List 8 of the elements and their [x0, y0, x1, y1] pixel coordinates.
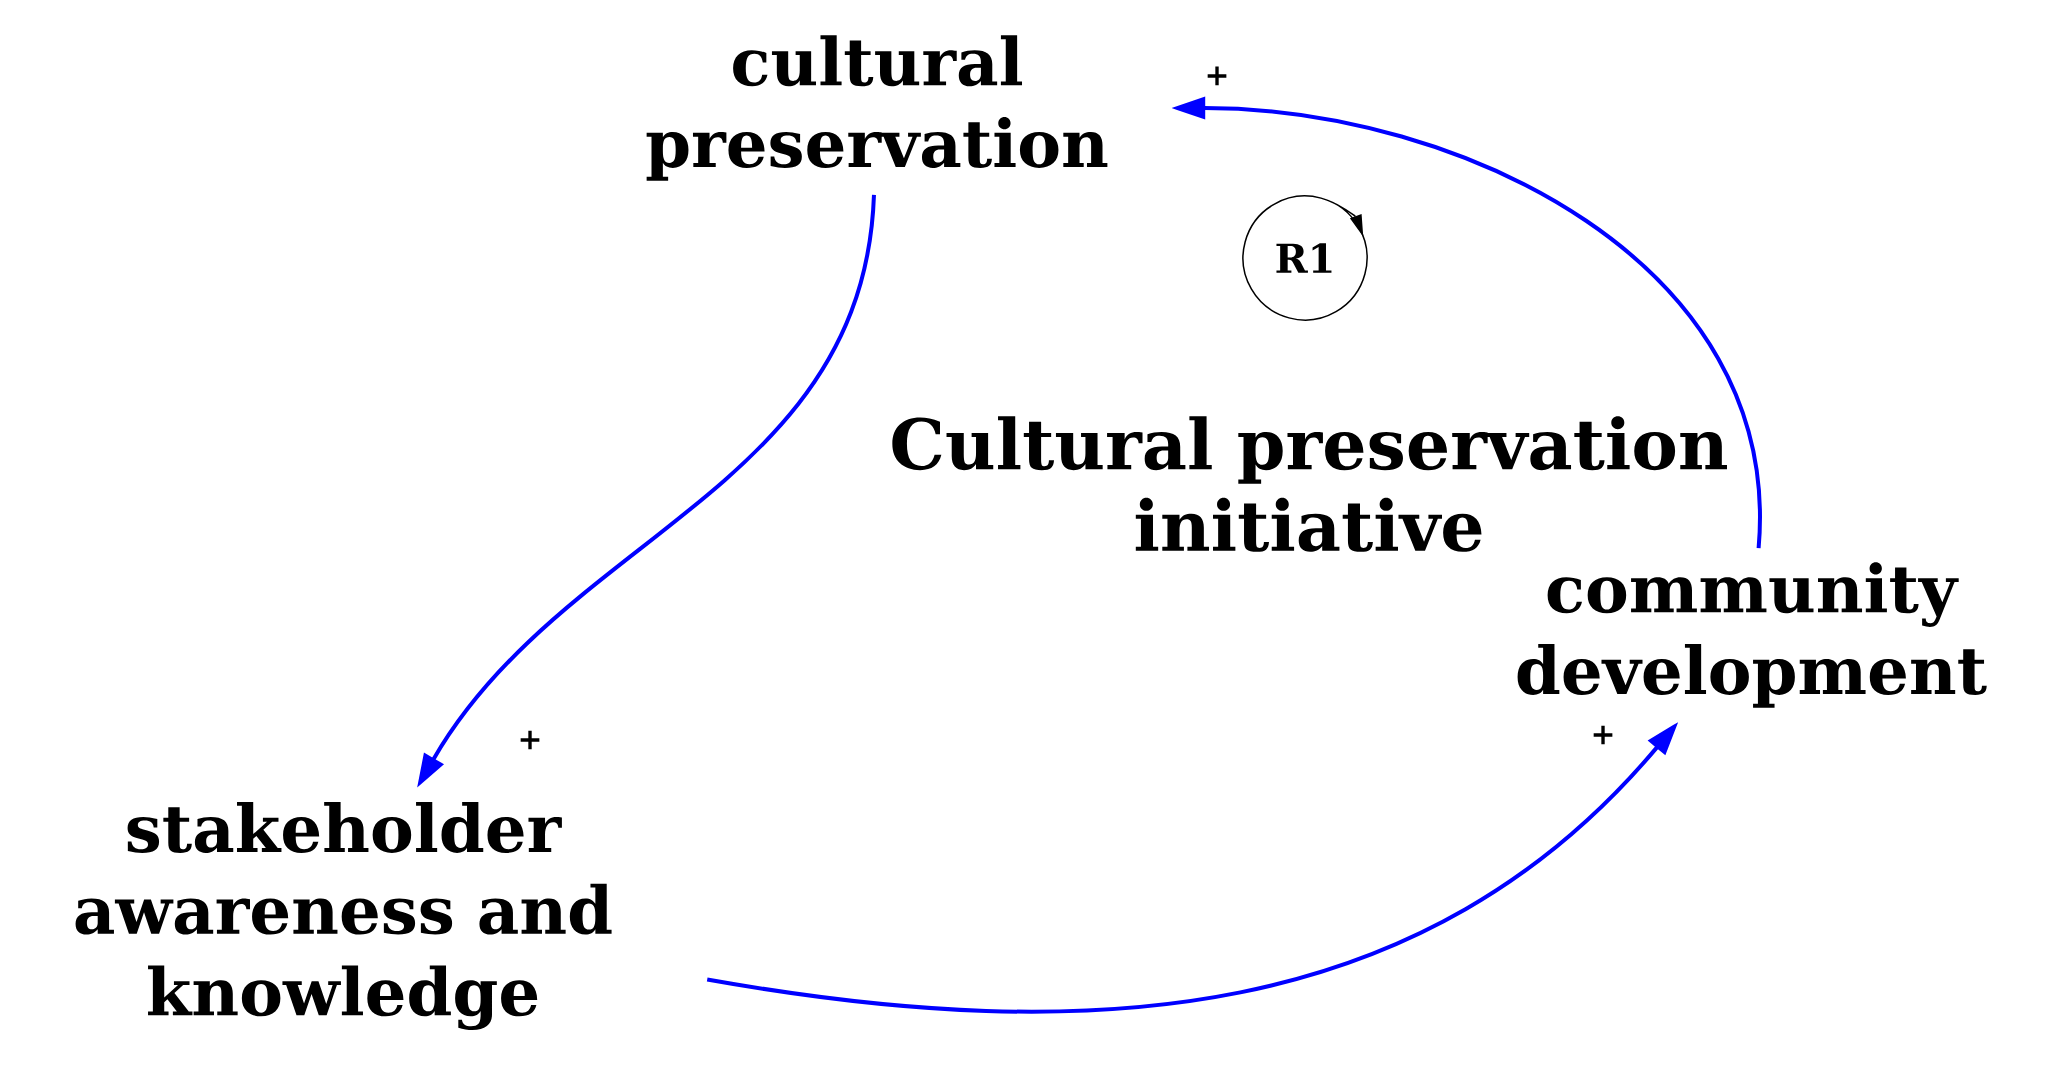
variable-label: stakeholder awareness and knowledge [75, 802, 612, 1030]
variable-label: community development [1517, 562, 1987, 708]
loop-title: Cultural preservation initiative [892, 416, 1727, 552]
polarity-sign: + [1203, 65, 1231, 87]
loop-label: R1 [1276, 243, 1332, 273]
polarity-sign: + [1589, 724, 1617, 746]
variable-label: cultural preservation [646, 35, 1108, 181]
polarity-sign: + [516, 729, 544, 751]
